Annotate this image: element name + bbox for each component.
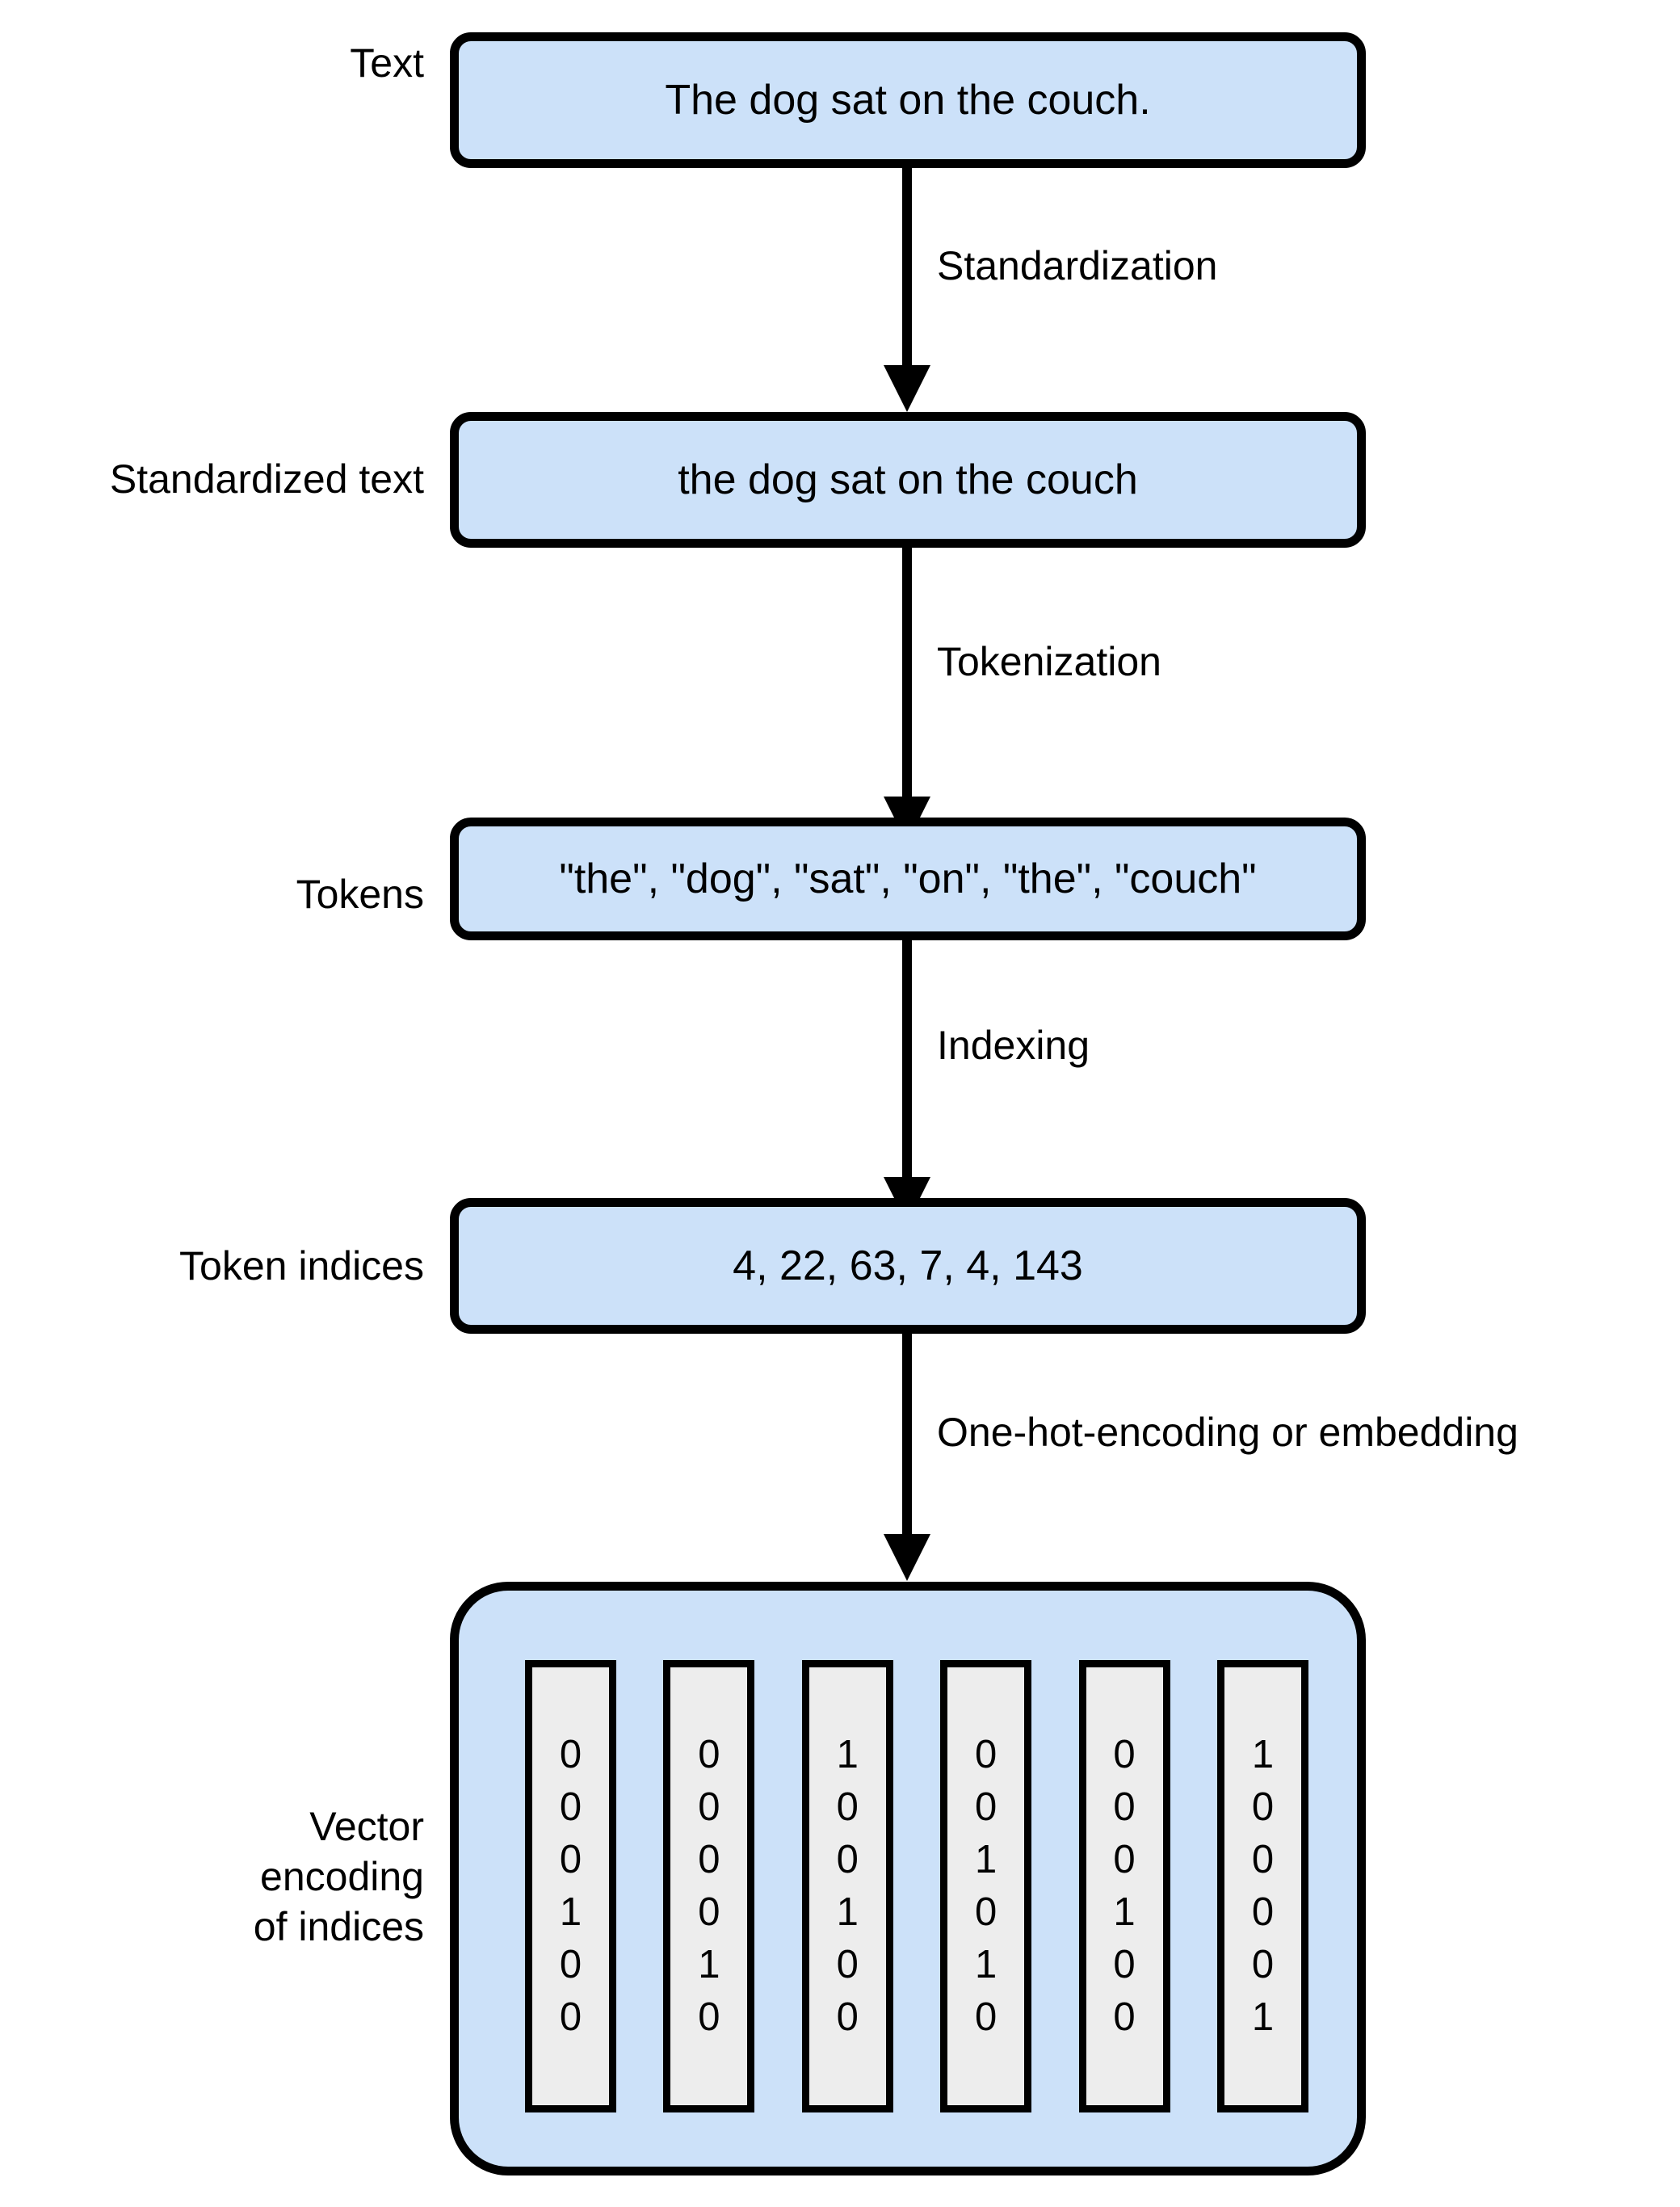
vector-bit: 0 — [975, 1890, 998, 1934]
vector-bit: 0 — [559, 1995, 582, 2039]
vector-bit: 1 — [1113, 1890, 1136, 1934]
vector-bit: 0 — [1113, 1785, 1136, 1829]
node-label-vector-encoding: Vector encoding of indices — [253, 1804, 424, 1949]
vector-bit: 0 — [559, 1785, 582, 1829]
vector-bit: 0 — [836, 1838, 859, 1881]
vector-bit: 1 — [559, 1890, 582, 1934]
vector-bit: 1 — [975, 1838, 998, 1881]
vector-bit: 0 — [1113, 1838, 1136, 1881]
edge-label-one-hot-encoding: One-hot-encoding or embedding — [937, 1410, 1518, 1455]
node-text: The dog sat on the couch. — [450, 32, 1366, 168]
edge-one-hot-line — [902, 1334, 912, 1536]
vector-bit: 0 — [1251, 1785, 1275, 1829]
node-text-content: The dog sat on the couch. — [665, 77, 1151, 124]
vector-bit: 0 — [559, 1943, 582, 1986]
node-label-text: Text — [350, 40, 424, 86]
vector-bit: 1 — [975, 1943, 998, 1986]
vector-bit: 1 — [698, 1943, 720, 1986]
vector-bit: 0 — [698, 1890, 720, 1934]
vector-bit: 0 — [975, 1733, 998, 1776]
vector-column: 1 0 0 1 0 0 — [801, 1660, 893, 2112]
vector-column-group: 0 0 0 1 0 0 0 0 0 0 1 0 1 0 0 1 0 — [525, 1660, 1308, 2112]
node-token-indices-content: 4, 22, 63, 7, 4, 143 — [733, 1242, 1083, 1289]
vector-bit: 1 — [1251, 1733, 1275, 1776]
vector-bit: 0 — [1113, 1943, 1136, 1986]
edge-standardization-line — [902, 168, 912, 367]
vector-bit: 1 — [1251, 1995, 1275, 2039]
vector-column: 0 0 0 1 0 0 — [525, 1660, 616, 2112]
vector-bit: 1 — [836, 1733, 859, 1776]
edge-label-standardization: Standardization — [937, 243, 1218, 288]
vector-bit: 0 — [559, 1733, 582, 1776]
vector-bit: 1 — [836, 1890, 859, 1934]
vector-bit: 0 — [975, 1995, 998, 2039]
vector-column: 0 0 1 0 1 0 — [940, 1660, 1032, 2112]
vector-bit: 0 — [698, 1838, 720, 1881]
vector-bit: 0 — [559, 1838, 582, 1881]
node-tokens-content: "the", "dog", "sat", "on", "the", "couch… — [559, 855, 1257, 902]
node-label-tokens: Tokens — [296, 872, 424, 917]
edge-one-hot-arrowhead — [884, 1534, 930, 1581]
vector-column: 1 0 0 0 0 1 — [1216, 1660, 1308, 2112]
node-tokens: "the", "dog", "sat", "on", "the", "couch… — [450, 818, 1366, 940]
edge-tokenization-line — [902, 548, 912, 798]
vector-column: 0 0 0 0 1 0 — [663, 1660, 755, 2112]
node-label-standardized-text: Standardized text — [109, 456, 424, 502]
vector-bit: 0 — [836, 1995, 859, 2039]
edge-label-tokenization: Tokenization — [937, 639, 1161, 684]
vector-column: 0 0 0 1 0 0 — [1078, 1660, 1170, 2112]
vector-bit: 0 — [698, 1733, 720, 1776]
vector-bit: 0 — [1251, 1943, 1275, 1986]
vector-bit: 0 — [975, 1785, 998, 1829]
vector-bit: 0 — [836, 1785, 859, 1829]
vector-bit: 0 — [836, 1943, 859, 1986]
edge-indexing-line — [902, 940, 912, 1179]
node-label-token-indices: Token indices — [179, 1243, 424, 1288]
node-standardized-text: the dog sat on the couch — [450, 412, 1366, 548]
vector-bit: 0 — [1113, 1995, 1136, 2039]
vector-bit: 0 — [1251, 1890, 1275, 1934]
vector-bit: 0 — [698, 1995, 720, 2039]
edge-label-indexing: Indexing — [937, 1023, 1090, 1068]
vector-bit: 0 — [1251, 1838, 1275, 1881]
node-standardized-text-content: the dog sat on the couch — [678, 456, 1138, 503]
vector-bit: 0 — [1113, 1733, 1136, 1776]
node-token-indices: 4, 22, 63, 7, 4, 143 — [450, 1198, 1366, 1334]
vector-bit: 0 — [698, 1785, 720, 1829]
edge-standardization-arrowhead — [884, 365, 930, 412]
node-vector-encoding: 0 0 0 1 0 0 0 0 0 0 1 0 1 0 0 1 0 — [450, 1582, 1366, 2175]
